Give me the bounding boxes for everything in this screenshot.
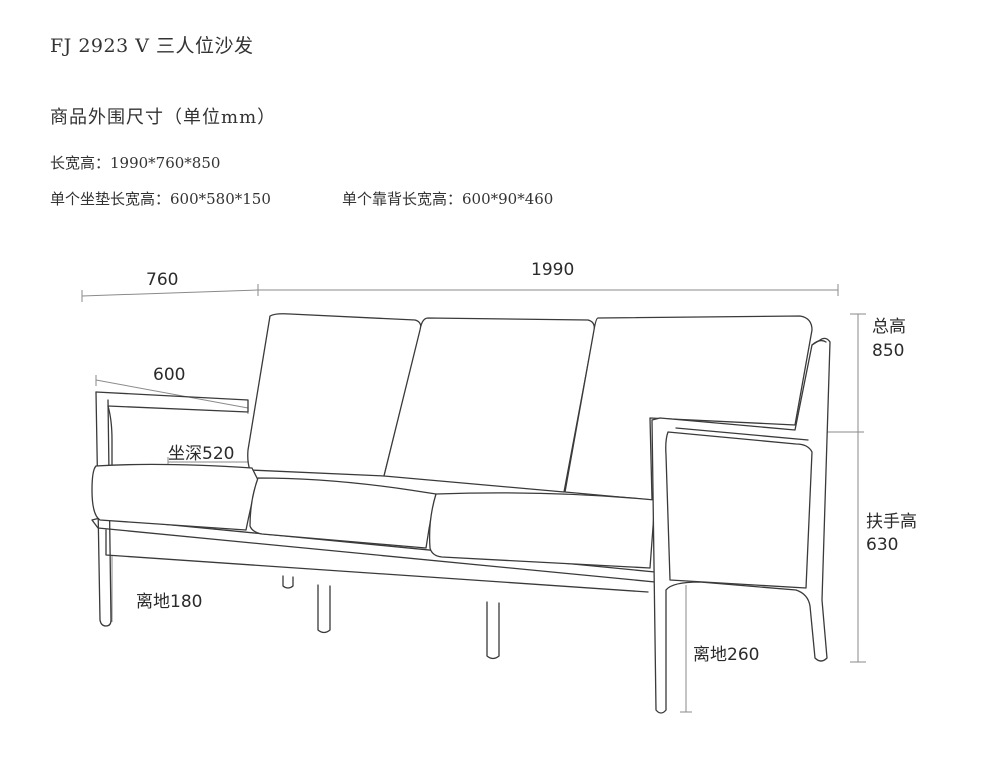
product-title: FJ 2923 V 三人位沙发	[50, 35, 254, 57]
length-dimension-line	[258, 284, 839, 296]
depth-label: 760	[146, 270, 179, 290]
seat-depth-label: 坐深520	[168, 444, 235, 464]
length-label: 1990	[531, 260, 575, 280]
right-clearance-label: 离地260	[693, 645, 760, 665]
arm-depth-label: 600	[153, 365, 186, 385]
sofa-legs	[282, 575, 500, 660]
back-cushion-dimensions: 单个靠背长宽高：600*90*460	[342, 190, 554, 208]
arm-height-label: 扶手高	[866, 512, 917, 532]
clearance-dimension-lines	[111, 555, 692, 713]
seat-cushion-dimensions: 单个坐垫长宽高：600*580*150	[50, 190, 271, 208]
total-height-value: 850	[872, 341, 905, 361]
dimensions-heading: 商品外围尺寸（单位mm）	[50, 107, 277, 128]
left-armrest	[95, 391, 249, 627]
overall-dimensions: 长宽高：1990*760*850	[50, 154, 221, 172]
back-cushions	[247, 313, 813, 501]
right-armrest	[651, 337, 831, 714]
seat-cushions	[91, 463, 781, 569]
total-height-label: 总高	[872, 317, 906, 337]
left-clearance-label: 离地180	[136, 592, 203, 612]
arm-height-value: 630	[866, 535, 899, 555]
